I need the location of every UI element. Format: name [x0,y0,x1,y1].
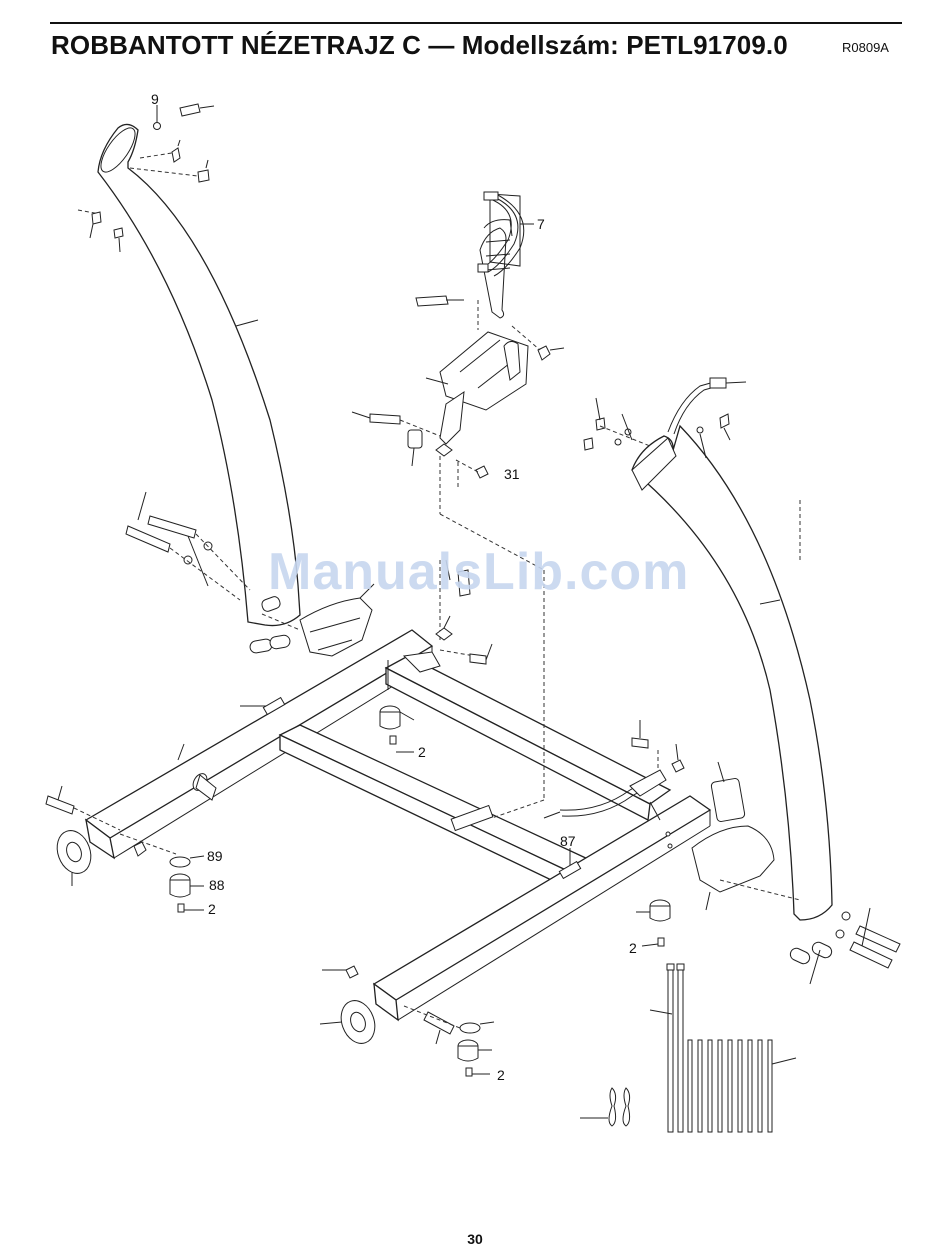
callout-9: 9 [151,91,159,107]
cable-ties [580,964,796,1132]
callout-89: 89 [207,848,223,864]
callout-2-right-foot: 2 [629,940,637,956]
page-number: 30 [0,1231,950,1247]
callout-2-front-foot: 2 [497,1067,505,1083]
callout-88: 88 [209,877,225,893]
callout-7: 7 [537,216,545,232]
left-base-rail [86,630,432,858]
callout-31: 31 [504,466,520,482]
callout-2-left-foot: 2 [208,901,216,917]
callout-2-base: 2 [418,744,426,760]
watermark: ManualsLib.com [268,542,689,602]
center-bracket-assembly [352,194,564,488]
callout-87: 87 [560,833,576,849]
